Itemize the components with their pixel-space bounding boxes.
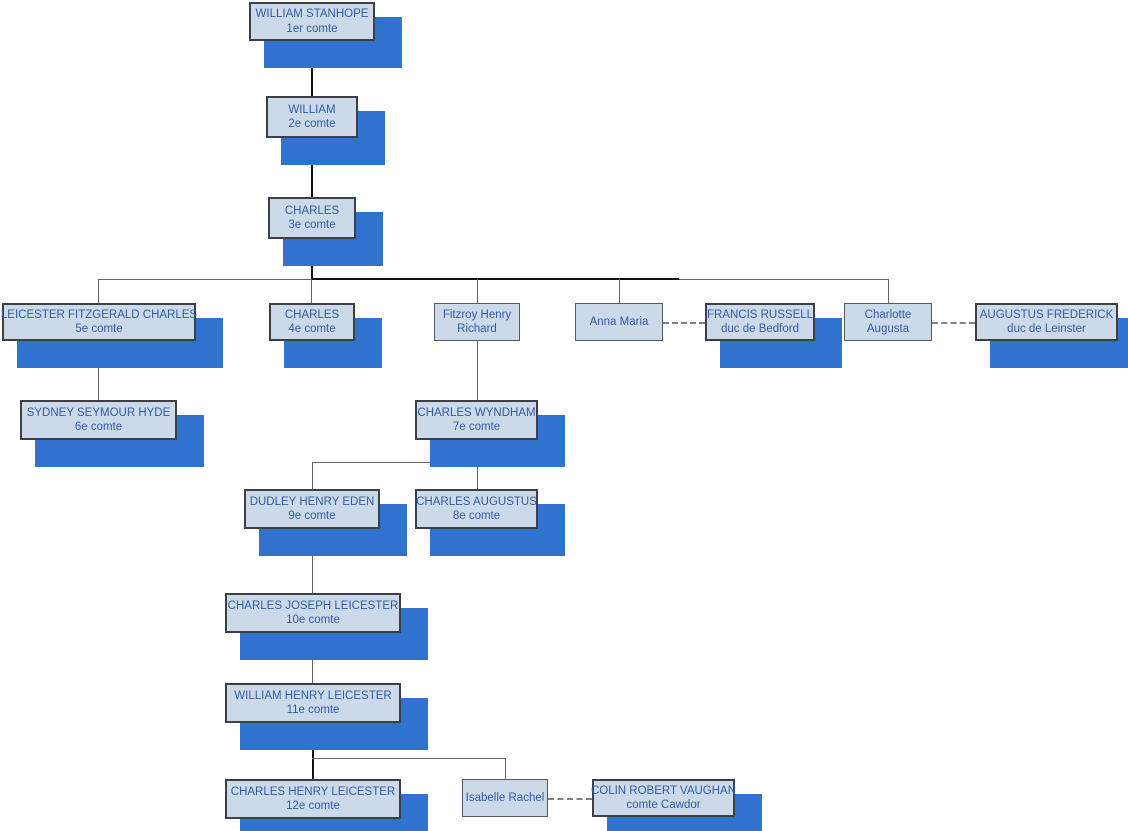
node-title: duc de Leinster: [1007, 323, 1086, 335]
node-title: 5e comte: [75, 323, 123, 335]
node-name: Charlotte: [864, 308, 912, 321]
drop-to-fitzroy-henry-richard: [477, 279, 478, 303]
node-william-henry-leicester[interactable]: WILLIAM HENRY LEICESTER 11e comte: [225, 683, 401, 723]
node-title: 6e comte: [74, 421, 123, 433]
sibling-bar-bottom: [312, 758, 505, 759]
spouse-link-isabelle-rachel-colin-robert-vaughan: [548, 798, 592, 800]
node-leicester-fitzgerald-charles[interactable]: LEICESTER FITZGERALD CHARLES 5e comte: [0, 303, 198, 341]
drop-to-isabelle-rachel: [505, 758, 506, 779]
node-title: 10e comte: [286, 614, 340, 626]
node-title: 7e comte: [452, 421, 501, 433]
node-name: DUDLEY HENRY EDEN: [249, 495, 375, 508]
node-name: SYDNEY SEYMOUR HYDE: [26, 406, 171, 419]
connector-n6-n12: [477, 341, 478, 400]
node-name: Anna Maria: [589, 315, 649, 328]
node-title: comte Cawdor: [626, 799, 701, 811]
node-title: 4e comte: [288, 323, 336, 335]
node-charles[interactable]: CHARLES 4e comte: [269, 303, 355, 341]
node-name: Fitzroy Henry: [442, 308, 512, 321]
node-name: CHARLES WYNDHAM: [417, 406, 536, 419]
node-name: CHARLES AUGUSTUS: [416, 495, 537, 508]
node-name: Isabelle Rachel: [465, 791, 545, 804]
node-name: WILLIAM: [288, 103, 336, 116]
node-title: 8e comte: [452, 510, 501, 522]
node-title: 11e comte: [286, 704, 340, 716]
spouse-link-charlotte-augusta-augustus-frederick: [932, 322, 975, 324]
drop-to-dudley-henry-eden: [312, 462, 313, 489]
node-name: WILLIAM STANHOPE: [255, 8, 369, 21]
node-sydney-seymour-hyde[interactable]: SYDNEY SEYMOUR HYDE 6e comte: [20, 400, 177, 440]
node-title: 3e comte: [288, 219, 336, 231]
sibling-bar-wyndham: [312, 462, 478, 463]
node-francis-russell[interactable]: FRANCIS RUSSELL duc de Bedford: [705, 303, 815, 341]
sibling-bar-right: [679, 279, 889, 280]
node-title: 2e comte: [288, 118, 336, 130]
node-charles-wyndham[interactable]: CHARLES WYNDHAM 7e comte: [415, 400, 538, 440]
drop-to-charles-4e: [311, 279, 312, 303]
node-name: LEICESTER FITZGERALD CHARLES: [0, 308, 198, 321]
node-augustus-frederick[interactable]: AUGUSTUS FREDERICK duc de Leinster: [975, 303, 1118, 341]
node-title: 9e comte: [288, 510, 336, 522]
node-name: CHARLES JOSEPH LEICESTER: [227, 599, 399, 612]
sibling-bar-center: [311, 278, 679, 280]
node-charles[interactable]: CHARLES 3e comte: [268, 197, 356, 239]
drop-to-charles-augustus: [477, 462, 478, 489]
node-isabelle-rachel[interactable]: Isabelle Rachel: [462, 779, 548, 817]
connector-n4-n11: [98, 341, 99, 400]
connector-n1-n2: [311, 41, 313, 96]
node-name: COLIN ROBERT VAUGHAN: [590, 784, 737, 797]
node-name: CHARLES: [284, 308, 340, 321]
spouse-link-anna-maria-francis-russell: [663, 322, 705, 324]
drop-to-anna-maria: [619, 279, 620, 303]
node-william[interactable]: WILLIAM 2e comte: [266, 96, 358, 138]
node-title: Richard: [457, 323, 497, 335]
node-name: FRANCIS RUSSELL: [706, 308, 814, 321]
sibling-bar-left: [98, 279, 311, 280]
connector-n13-n15: [312, 529, 313, 593]
node-charles-joseph-leicester[interactable]: CHARLES JOSEPH LEICESTER 10e comte: [225, 593, 401, 633]
drop-to-leicester-fitzgerald-charles: [98, 279, 99, 303]
node-title: 12e comte: [286, 800, 340, 812]
node-charles-henry-leicester[interactable]: CHARLES HENRY LEICESTER 12e comte: [225, 779, 401, 819]
node-name: CHARLES: [284, 204, 340, 217]
node-dudley-henry-eden[interactable]: DUDLEY HENRY EDEN 9e comte: [244, 489, 380, 529]
node-title: duc de Bedford: [720, 323, 799, 335]
node-title: Augusta: [866, 323, 910, 335]
node-name: WILLIAM HENRY LEICESTER: [234, 689, 392, 702]
connector-n16-down: [312, 723, 314, 779]
node-name: CHARLES HENRY LEICESTER: [230, 785, 396, 798]
node-anna-maria[interactable]: Anna Maria: [575, 303, 663, 341]
connector-n2-n3: [311, 138, 313, 197]
node-charles-augustus[interactable]: CHARLES AUGUSTUS 8e comte: [415, 489, 538, 529]
node-name: AUGUSTUS FREDERICK: [979, 308, 1114, 321]
node-title: 1er comte: [286, 22, 338, 35]
drop-to-charlotte-augusta: [888, 279, 889, 303]
node-colin-robert-vaughan[interactable]: COLIN ROBERT VAUGHAN comte Cawdor: [590, 779, 737, 817]
